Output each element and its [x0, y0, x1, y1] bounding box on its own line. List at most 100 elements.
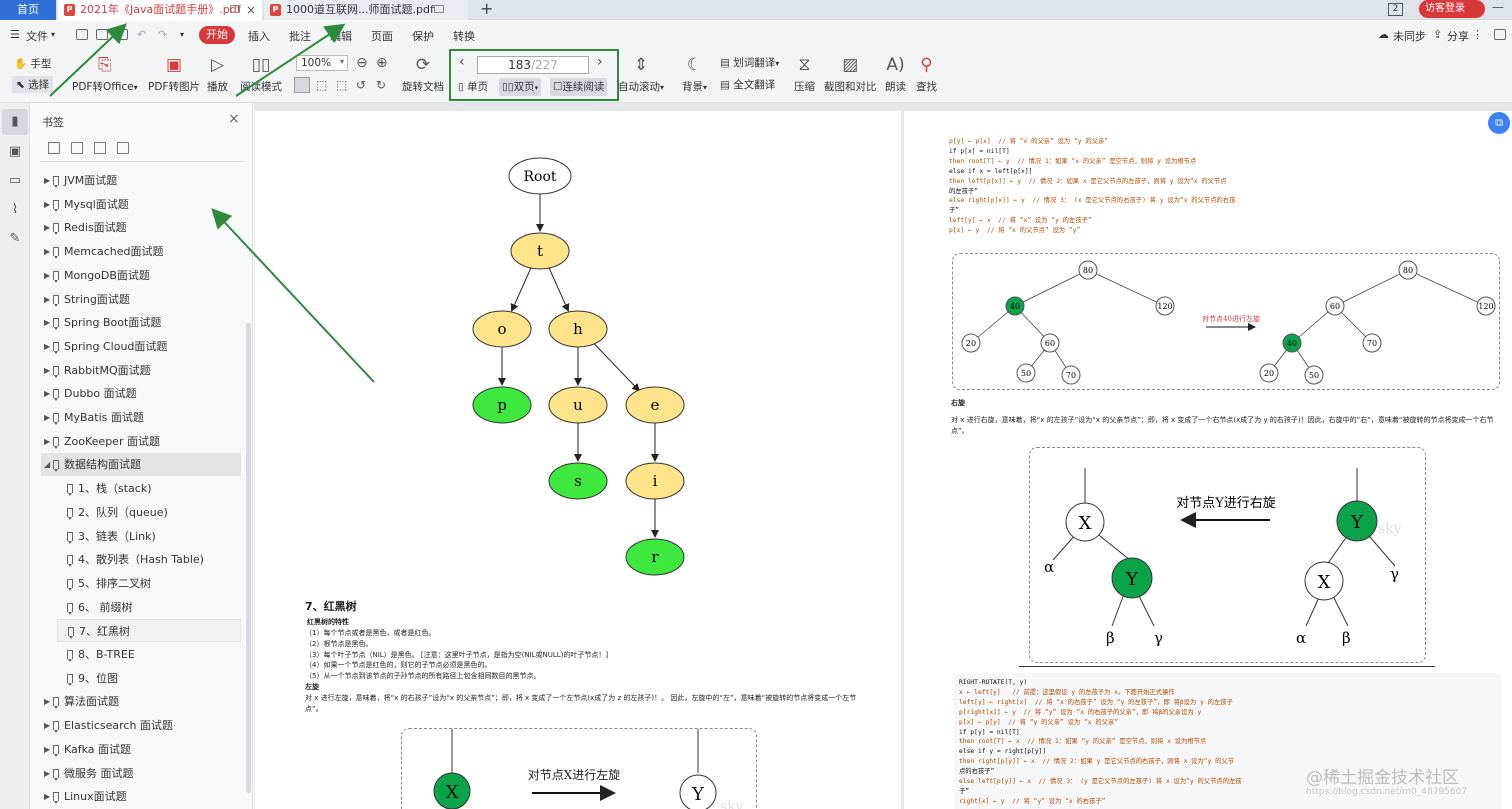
floating-tool-button[interactable]: ⧉ — [1488, 112, 1510, 134]
play-button[interactable]: ▷ 播放 — [207, 55, 228, 94]
fit-width-icon[interactable]: ⬚ — [316, 78, 328, 92]
thumbnail-icon[interactable]: ▣ — [8, 144, 22, 159]
menu-edit[interactable]: 编辑 — [330, 30, 352, 43]
window-count-badge[interactable]: 2 — [1388, 3, 1403, 16]
collapse-ribbon-icon[interactable] — [1494, 29, 1506, 40]
save-icon[interactable] — [96, 29, 108, 40]
collapsed-arrow-icon[interactable]: ▶ — [44, 341, 51, 351]
bookmark-child-item[interactable]: 4、散列表（Hash Table) — [57, 548, 241, 571]
bookmark-child-item[interactable]: 9、位图 — [57, 667, 241, 690]
share-icon[interactable]: ⇪ — [1433, 28, 1443, 41]
bookmark-item[interactable]: ▶MongoDB面试题 — [41, 264, 241, 287]
collapsed-arrow-icon[interactable]: ▶ — [44, 792, 51, 802]
collapsed-arrow-icon[interactable]: ▶ — [44, 389, 51, 399]
word-translate-button[interactable]: ▤ 划词翻译▾ — [720, 57, 780, 69]
bookmark-item[interactable]: ▶微服务 面试题 — [41, 762, 241, 785]
rotate-right-icon[interactable]: ↻ — [376, 78, 387, 92]
bookmark-child-item[interactable]: 5、排序二叉树 — [57, 572, 241, 595]
new-tab-button[interactable]: + — [480, 0, 494, 18]
double-page-button[interactable]: ▯▯双页▾ — [499, 78, 542, 96]
collapse-all-icon[interactable] — [71, 142, 83, 154]
visitor-login-button[interactable]: 访客登录 — [1419, 0, 1485, 18]
collapsed-arrow-icon[interactable]: ▶ — [44, 721, 51, 731]
continuous-read-button[interactable]: ☐连续阅读 — [550, 78, 608, 96]
collapsed-arrow-icon[interactable]: ▶ — [44, 768, 51, 778]
collapsed-arrow-icon[interactable]: ▶ — [44, 436, 51, 446]
menu-convert[interactable]: 转换 — [453, 30, 475, 43]
chevron-down-icon[interactable]: ▾ — [180, 30, 185, 39]
read-mode-button[interactable]: ▯▯ 阅读模式 — [240, 55, 282, 94]
chevron-down-icon[interactable]: ▾ — [51, 30, 56, 39]
delete-bookmark-icon[interactable] — [117, 142, 129, 154]
bookmark-item[interactable]: ▶Kafka 面试题 — [41, 738, 241, 761]
zoom-in-icon[interactable]: ⊕ — [376, 55, 388, 71]
bookmark-item[interactable]: ▶Memcached面试题 — [41, 240, 241, 263]
read-aloud-button[interactable]: A) 朗读 — [885, 55, 906, 94]
menu-file[interactable]: 文件 — [26, 30, 48, 43]
menu-page[interactable]: 页面 — [371, 30, 393, 43]
collapsed-arrow-icon[interactable]: ▶ — [44, 223, 51, 233]
collapsed-arrow-icon[interactable]: ▶ — [44, 270, 51, 280]
tab-home[interactable]: 首页 — [0, 0, 56, 20]
bookmark-child-item[interactable]: 1、栈（stack) — [57, 477, 241, 500]
bookmark-item[interactable]: ▶Dubbo 面试题 — [41, 382, 241, 405]
compress-button[interactable]: ⧖ 压缩 — [794, 55, 815, 94]
collapsed-arrow-icon[interactable]: ▶ — [44, 744, 51, 754]
collapsed-arrow-icon[interactable]: ▶ — [44, 247, 51, 257]
auto-scroll-button[interactable]: ⇕ 自动滚动▾ — [618, 55, 665, 93]
collapsed-arrow-icon[interactable]: ▶ — [44, 697, 51, 707]
menu-annotate[interactable]: 批注 — [289, 30, 311, 43]
expanded-arrow-icon[interactable]: ◢ — [44, 460, 51, 470]
actual-size-icon[interactable]: ⬚ — [336, 78, 348, 92]
monitor-icon[interactable] — [434, 5, 444, 13]
bookmark-item[interactable]: ▶Linux面试题 — [41, 785, 241, 808]
bookmark-child-item[interactable]: 7、红黑树 — [57, 619, 241, 643]
more-icon[interactable]: ⋮ — [1472, 28, 1483, 41]
bookmark-item[interactable]: ▶Mysql面试题 — [41, 193, 241, 216]
full-translate-button[interactable]: ▤ 全文翻译 — [720, 77, 775, 92]
bookmark-item[interactable]: ◢数据结构面试题 — [41, 453, 241, 477]
rotate-document-button[interactable]: ⟳ 旋转文档 — [402, 55, 444, 94]
sync-status[interactable]: 未同步 — [1393, 30, 1426, 43]
collapsed-arrow-icon[interactable]: ▶ — [44, 199, 51, 209]
bookmark-item[interactable]: ▶JVM面试题 — [41, 169, 241, 192]
share-button[interactable]: 分享 — [1447, 30, 1469, 43]
screenshot-compare-button[interactable]: ▨ 截图和对比 — [824, 55, 877, 94]
cloud-icon[interactable]: ☁ — [1378, 28, 1389, 41]
hand-tool-button[interactable]: ✋ 手型 — [14, 56, 51, 71]
collapsed-arrow-icon[interactable]: ▶ — [44, 365, 51, 375]
add-bookmark-icon[interactable] — [94, 142, 106, 154]
bookmark-item[interactable]: ▶算法面试题 — [41, 690, 241, 713]
bookmark-item[interactable]: ▶RabbitMQ面试题 — [41, 359, 241, 382]
background-button[interactable]: ☾ 背景▾ — [682, 55, 708, 93]
bookmark-child-item[interactable]: 6、 前缀树 — [57, 596, 241, 619]
expand-all-icon[interactable] — [48, 142, 60, 154]
attachment-icon[interactable]: ⌇ — [11, 202, 19, 217]
bookmark-item[interactable]: ▶String面试题 — [41, 288, 241, 311]
pdf-to-image-button[interactable]: ▣ PDF转图片 — [148, 55, 200, 94]
tab-1000-pdf[interactable]: P 1000道互联网...师面试题.pdf — [264, 0, 468, 20]
bookmark-icon[interactable]: ▮ — [11, 114, 19, 129]
page-number-input[interactable]: 183/227 — [477, 56, 589, 74]
hamburger-icon[interactable]: ☰ — [10, 28, 20, 41]
bookmark-item[interactable]: ▶Elasticsearch 面试题 — [41, 714, 241, 737]
menu-insert[interactable]: 插入 — [248, 30, 270, 43]
collapsed-arrow-icon[interactable]: ▶ — [44, 176, 51, 185]
signature-icon[interactable]: ✎ — [9, 231, 21, 246]
zoom-out-icon[interactable]: ⊖ — [356, 55, 368, 71]
chevron-down-icon[interactable]: ▾ — [340, 57, 345, 66]
menu-protect[interactable]: 保护 — [412, 30, 434, 43]
tab-java-pdf[interactable]: P 2021年《Java面试题手册》.pdf × — [58, 0, 262, 20]
monitor-icon[interactable] — [230, 5, 240, 13]
collapsed-arrow-icon[interactable]: ▶ — [44, 413, 51, 422]
close-icon[interactable]: × — [245, 3, 256, 17]
menu-start[interactable]: 开始 — [199, 26, 235, 44]
comment-icon[interactable]: ▭ — [8, 173, 22, 188]
print-icon[interactable] — [116, 29, 128, 40]
fit-page-icon[interactable] — [294, 77, 310, 93]
bookmark-item[interactable]: ▶Redis面试题 — [41, 216, 241, 239]
bookmark-item[interactable]: ▶MyBatis 面试题 — [41, 406, 241, 429]
find-button[interactable]: ⚲ 查找 — [916, 55, 937, 94]
close-icon[interactable]: × — [228, 111, 240, 127]
previous-page-icon[interactable]: ‹ — [459, 54, 465, 70]
